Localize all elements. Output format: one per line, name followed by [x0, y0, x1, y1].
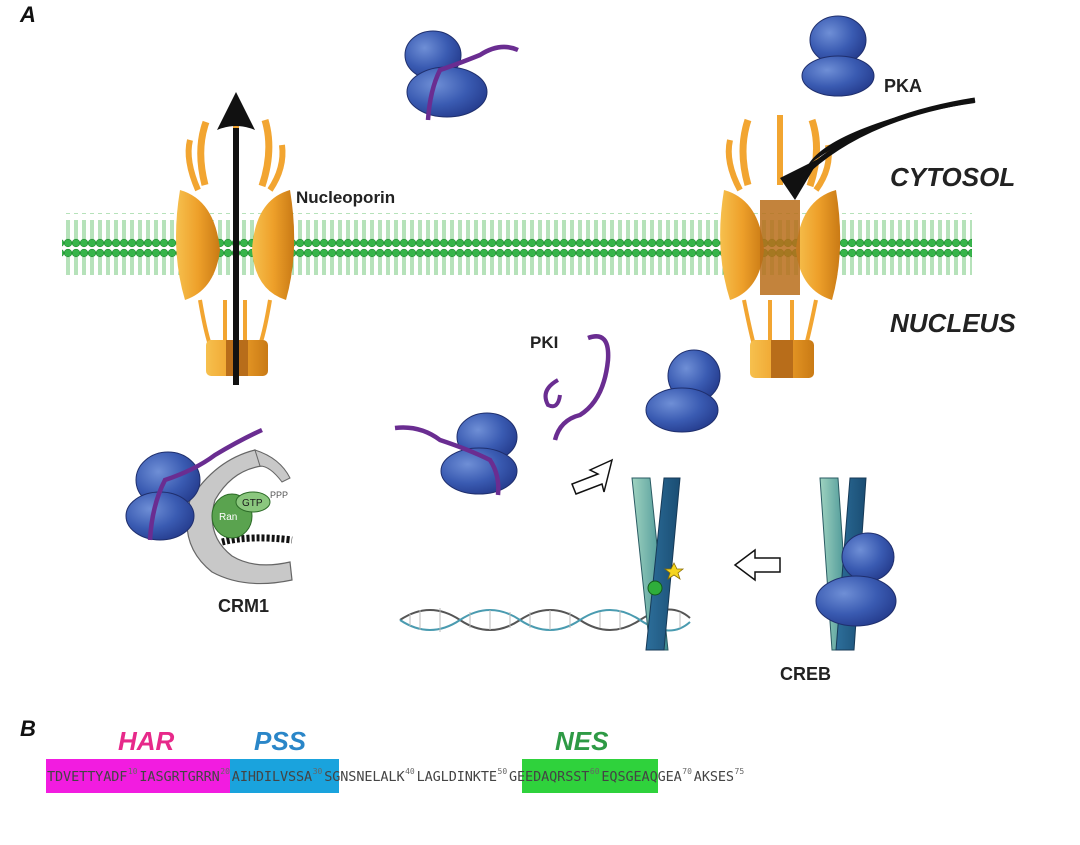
nucleoporin-label: Nucleoporin: [296, 188, 395, 207]
sequence-chunk: AKSES: [694, 769, 734, 785]
pka-pki-complex-top: [404, 30, 519, 121]
pka-pki-complex-nucleus: [394, 412, 518, 496]
crm1-label: CRM1: [218, 596, 269, 616]
sequence-number: 75: [735, 767, 745, 776]
dna-helix: [399, 608, 691, 632]
sequence-chunk: TDVETTYADF: [47, 769, 127, 785]
sequence-number: 30: [313, 767, 323, 776]
har-highlight: [46, 759, 230, 793]
pka-protein-nucleus: [645, 349, 721, 433]
panel-label-b: B: [20, 716, 36, 741]
sequence-number: 40: [405, 767, 415, 776]
open-arrow-left-icon: [733, 548, 781, 582]
curved-import-arrow-icon: [780, 97, 976, 200]
pss-highlight: [230, 759, 339, 793]
sequence-number: 70: [682, 767, 692, 776]
nes-highlight: [522, 759, 658, 793]
pki-peptide: [543, 334, 611, 441]
ran-label: Ran: [219, 512, 237, 523]
sequence-chunk: SGNSNELALK: [324, 769, 405, 785]
sequence-highlights: [46, 759, 658, 793]
sequence-number: 60: [590, 767, 600, 776]
sequence-number: 10: [128, 767, 138, 776]
sequence-chunk: IASGRTGRRN: [139, 769, 219, 785]
ppp-label: PPP: [270, 490, 288, 500]
sequence-number: 20: [220, 767, 230, 776]
pka-protein: [801, 15, 875, 97]
up-arrow-icon: [217, 92, 255, 385]
panel-label-a: A: [19, 2, 36, 27]
sequence-chunk: EQSGEAQGEA: [601, 769, 681, 785]
sequence-number: 50: [498, 767, 508, 776]
creb-pka-complex: [815, 477, 897, 651]
cytosol-label: CYTOSOL: [890, 162, 1015, 192]
region-labels: HAR PSS NES: [118, 726, 609, 756]
sequence-chunk: GEEDAQRSST: [509, 769, 589, 785]
region-label-nes: NES: [555, 726, 609, 756]
sequence-chunk: AIHDILVSSA: [232, 769, 312, 785]
region-label-pss: PSS: [254, 726, 307, 756]
sequence-chunk: LAGLDINKTE: [417, 769, 497, 785]
region-label-har: HAR: [118, 726, 175, 756]
gtp-label: GTP: [242, 498, 263, 509]
crm1-complex: [125, 427, 293, 585]
pki-label: PKI: [530, 333, 558, 352]
creb-label: CREB: [780, 664, 831, 684]
nuclear-pore-right: [720, 115, 841, 378]
phosphate-star-icon: [663, 562, 685, 580]
open-arrow-left-icon: [571, 458, 614, 495]
nucleus-label: NUCLEUS: [890, 308, 1016, 338]
creb-dimer-dna: [631, 477, 685, 651]
pka-label: PKA: [884, 76, 922, 96]
